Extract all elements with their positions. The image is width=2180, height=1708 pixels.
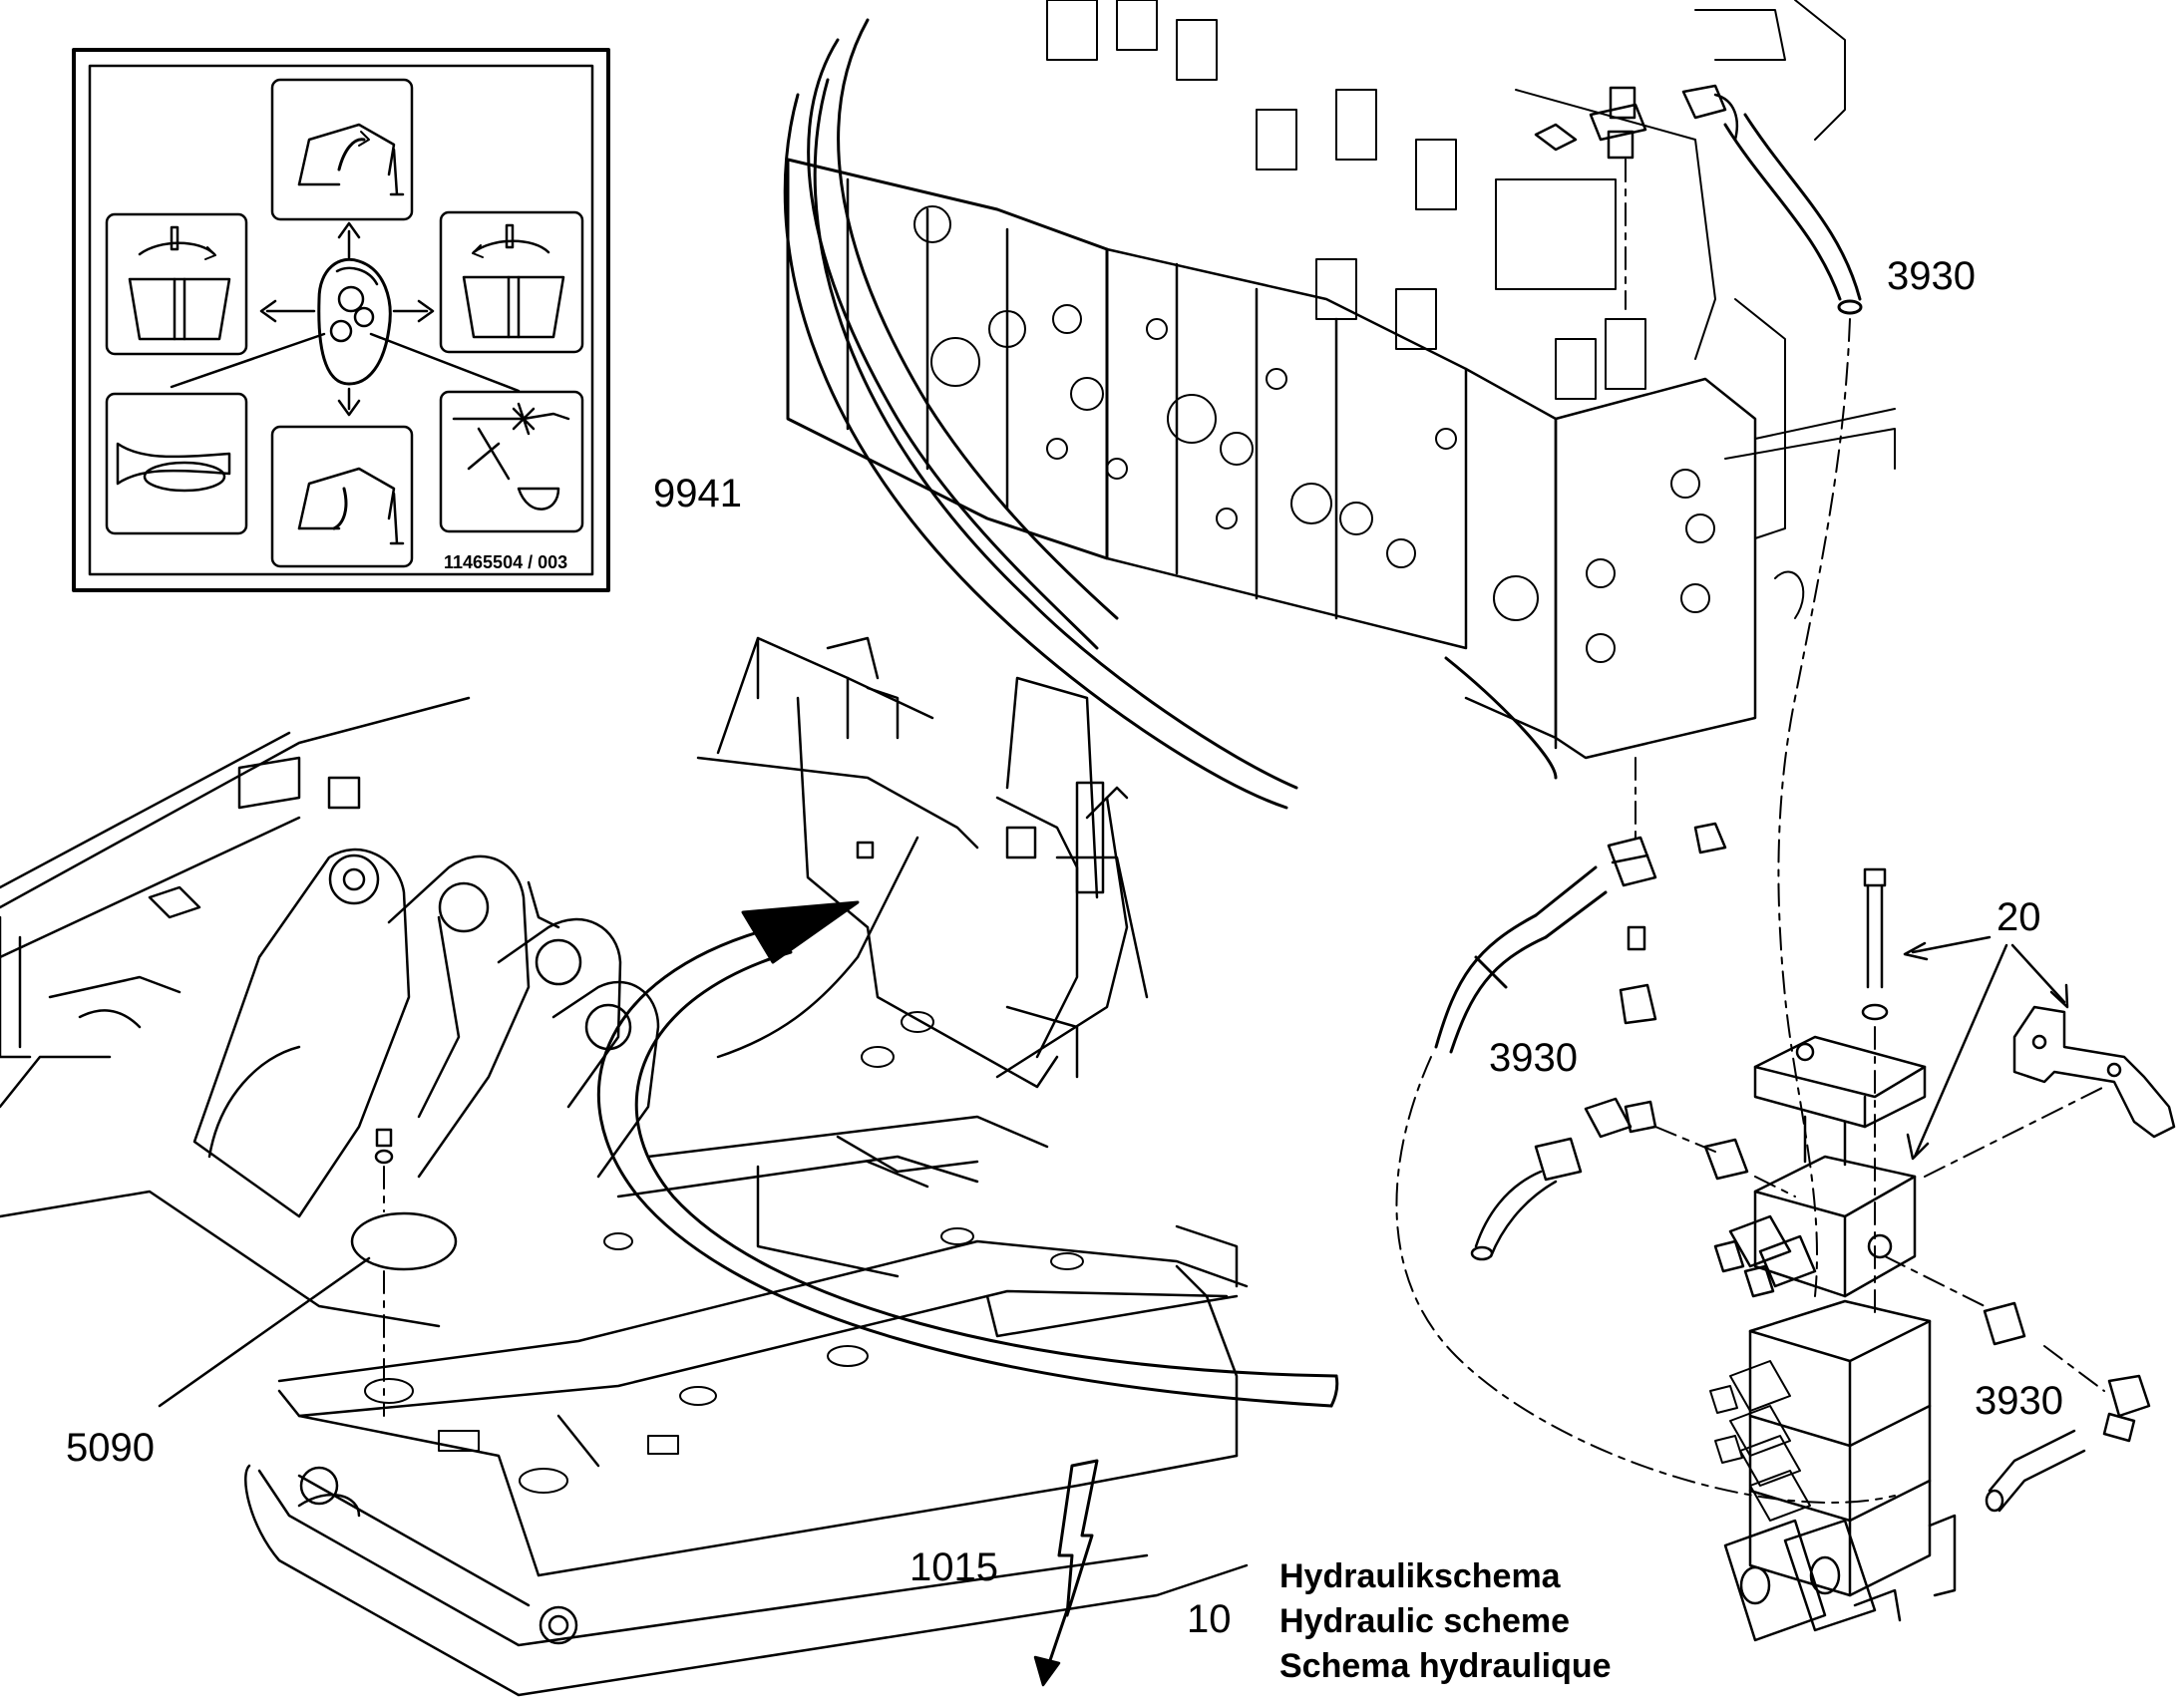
swing-right-pictogram	[439, 210, 584, 354]
leader-arrows-20	[1903, 935, 2069, 1161]
boom-lower-pictogram	[270, 425, 414, 568]
callout-9941: 9941	[653, 472, 742, 515]
top-tee-fitting	[1534, 84, 1739, 160]
callout-5090: 5090	[66, 1426, 155, 1470]
callout-3930-right: 3930	[1975, 1379, 2063, 1423]
electrical-bolt-icon	[1033, 1459, 1099, 1687]
lower-manifold	[1709, 1299, 1957, 1642]
hose-3930-right	[1983, 1301, 2151, 1513]
bolt-20	[1861, 867, 1889, 1021]
valve-block-20	[1713, 1155, 1917, 1298]
legend-german: Hydraulikschema	[1279, 1557, 1562, 1595]
boom-raise-pictogram	[270, 78, 414, 221]
control-pattern-decal: 11465504 / 003	[72, 48, 610, 592]
leader-dash-elbow	[1654, 1126, 1796, 1197]
hose-3930-top	[1723, 113, 1863, 315]
elbow-fittings	[1470, 1097, 1749, 1261]
main-control-valve	[783, 0, 1896, 810]
leader-dash-right	[1884, 1255, 2105, 1392]
swing-left-pictogram	[105, 212, 248, 356]
callout-10: 10	[1187, 1597, 1232, 1641]
direction-arrows	[170, 221, 521, 417]
stick-bucket-pictogram	[439, 390, 584, 533]
upper-frame	[0, 636, 1249, 1697]
callout-20: 20	[1997, 895, 2041, 939]
decal-part-code: 11465504 / 003	[444, 552, 567, 572]
middle-tee-fitting	[1607, 822, 1727, 1025]
legend-french: Schema hydraulique	[1279, 1647, 1612, 1685]
callout-3930-top: 3930	[1887, 254, 1976, 298]
hydraulic-scheme-legend: Hydraulikschema Hydraulic scheme Schema …	[1279, 1557, 1612, 1685]
assembly-arrow	[596, 900, 1339, 1408]
legend-english: Hydraulic scheme	[1279, 1602, 1570, 1640]
cover-5090	[158, 1128, 458, 1417]
cover-plate-20	[1753, 1035, 1927, 1167]
bracket-20	[1924, 1005, 2176, 1178]
hose-3930-middle	[1434, 865, 1608, 1054]
hose-route-dashed	[1777, 318, 1851, 1297]
horn-pictogram	[105, 392, 248, 535]
callout-3930-mid: 3930	[1489, 1036, 1578, 1080]
joystick-icon	[317, 257, 392, 386]
callout-1015: 1015	[909, 1545, 998, 1589]
